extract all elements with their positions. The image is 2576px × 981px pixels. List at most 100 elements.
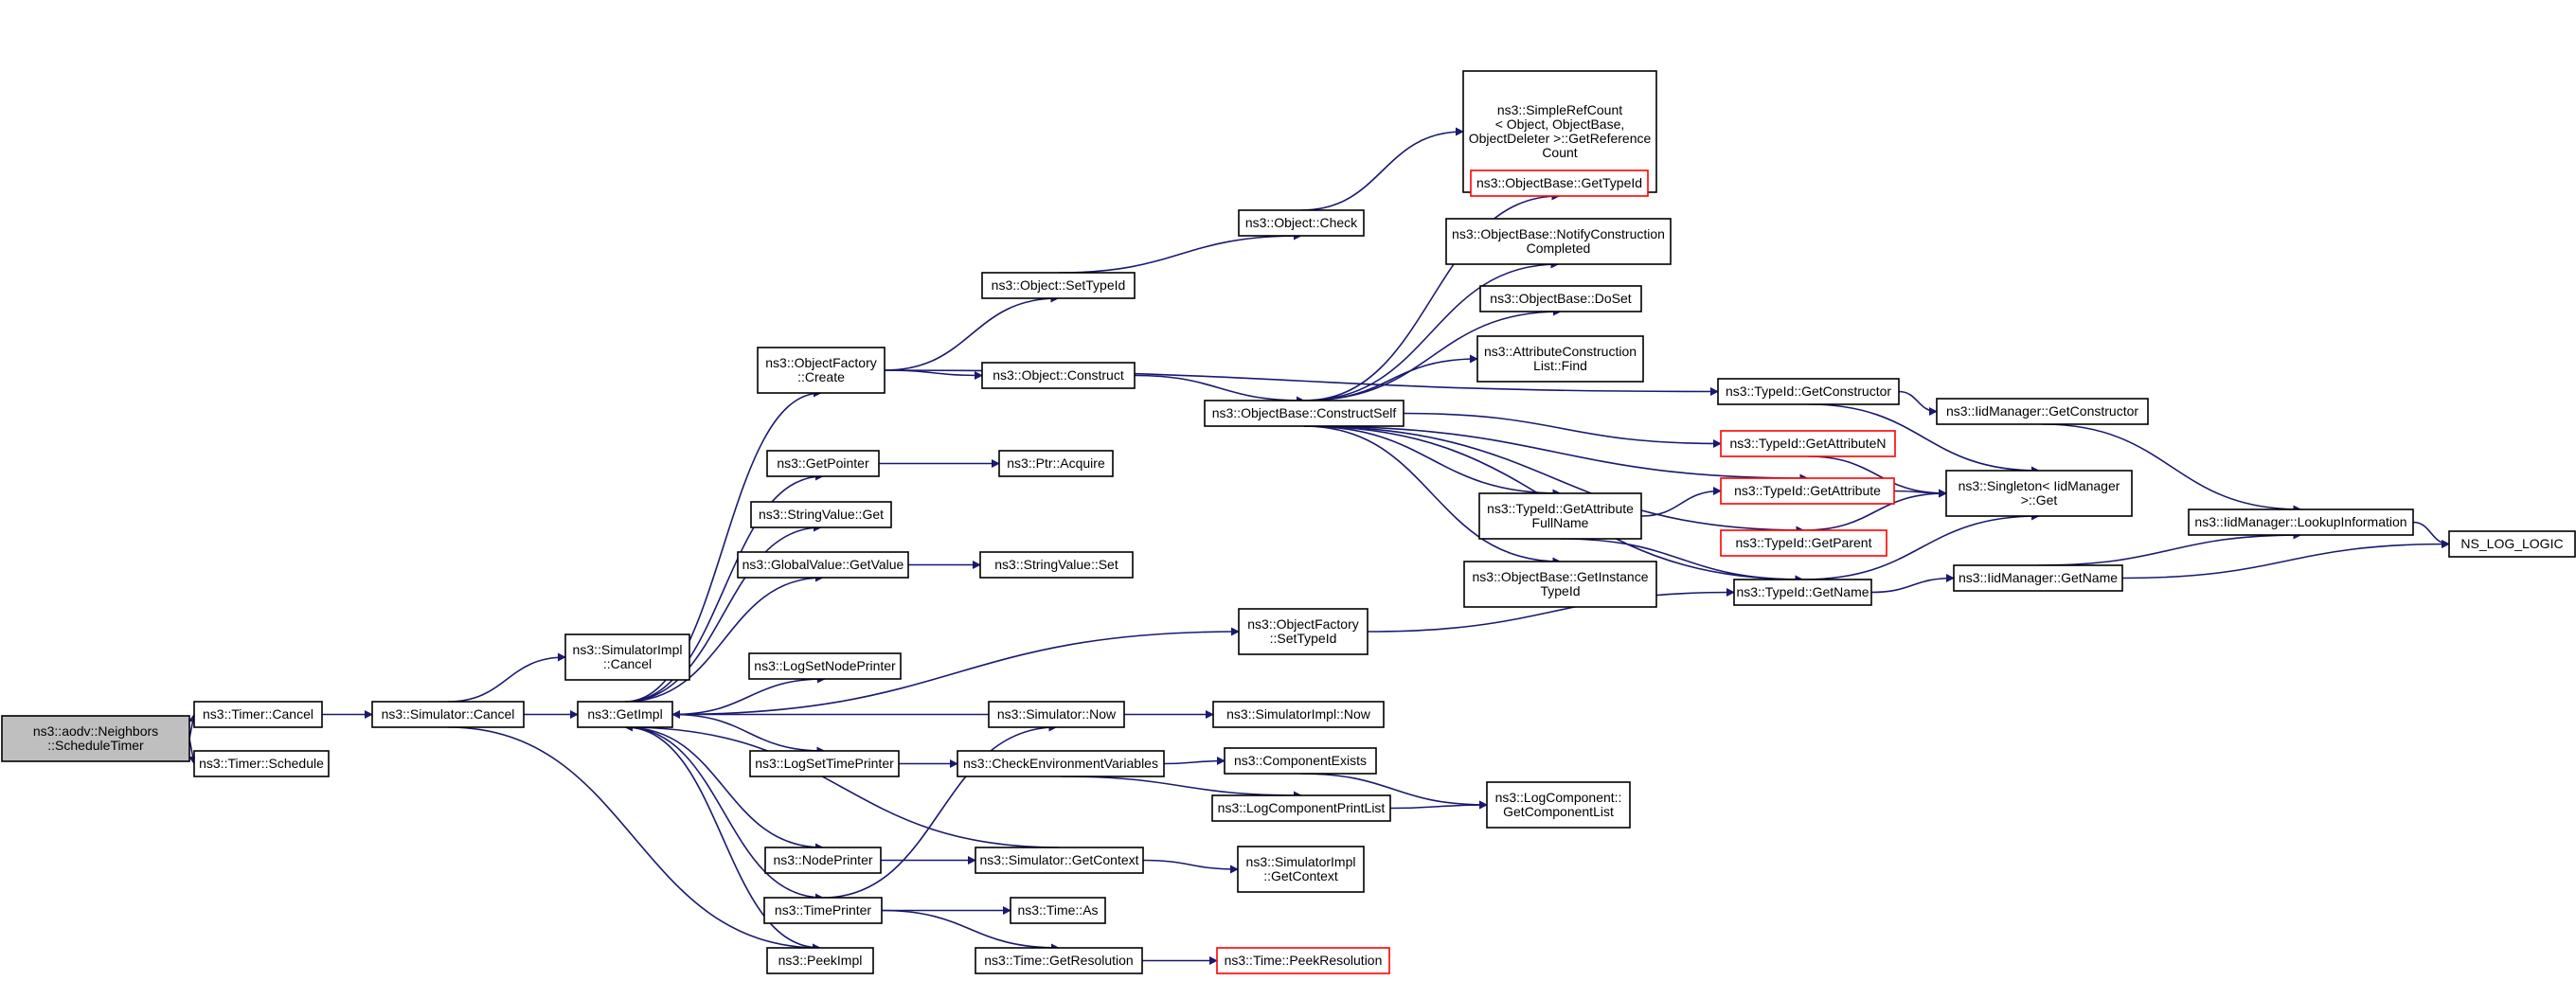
call-edge-getimpl-to-peekimpl [624,726,821,953]
graph-node-ob_doset[interactable]: ns3::ObjectBase::DoSet [1479,285,1642,312]
call-edge-iid_getname-to-ns_log_logic [2121,540,2450,580]
node-box [1486,781,1631,829]
graph-node-obj_check[interactable]: ns3::Object::Check [1238,209,1365,237]
graph-node-simimpl_cancel[interactable]: ns3::SimulatorImpl::Cancel [564,633,690,681]
graph-node-of_settypeid[interactable]: ns3::ObjectFactory::SetTypeId [1238,608,1368,655]
call-edge-getimpl-to-strval_get [624,523,822,703]
graph-node-tid_getattrn[interactable]: ns3::TypeId::GetAttributeN [1720,430,1896,457]
graph-node-ns_log_logic[interactable]: NS_LOG_LOGIC [2448,530,2576,558]
graph-node-tid_getname[interactable]: ns3::TypeId::GetName [1733,579,1872,606]
graph-node-compexists[interactable]: ns3::ComponentExists [1224,747,1377,775]
node-label-line: ::ScheduleTimer [47,738,144,753]
graph-node-getimpl[interactable]: ns3::GetImpl [577,701,673,728]
graph-node-time_as[interactable]: ns3::Time::As [1010,897,1106,924]
node-label-line: ns3::TypeId::GetAttribute [1734,483,1881,498]
node-label-line: ns3::TimePrinter [775,902,872,918]
call-edge-tid_getname-to-iid_getname [1870,574,1955,594]
graph-node-tid_getattr[interactable]: ns3::TypeId::GetAttribute [1720,477,1895,505]
node-label-line: ns3::LogComponent:: [1495,790,1622,805]
graph-node-obj_settypeid[interactable]: ns3::Object::SetTypeId [981,272,1136,299]
graph-node-iid_getname[interactable]: ns3::IidManager::GetName [1953,564,2123,592]
call-edge-tid_getname-to-singleton_get [1802,511,2040,580]
graph-node-logcompprintlist[interactable]: ns3::LogComponentPrintList [1211,794,1391,822]
node-label-line: ns3::Singleton< IidManager [1959,478,2120,493]
call-edge-sim_cancel-to-peekimpl [447,726,821,953]
node-label-line: ns3::TypeId::GetParent [1736,535,1872,550]
node-label-line: Completed [1527,241,1591,256]
node-label-line: ns3::SimulatorImpl [1246,854,1356,869]
node-box [1238,209,1365,237]
graph-node-simimpl_now[interactable]: ns3::SimulatorImpl::Now [1212,701,1385,728]
node-label-line: ns3::Time::GetResolution [984,953,1133,968]
graph-node-tid_getparent[interactable]: ns3::TypeId::GetParent [1720,529,1887,557]
graph-node-ob_notify[interactable]: ns3::ObjectBase::NotifyConstructionCompl… [1445,218,1672,265]
graph-node-ptr_acquire[interactable]: ns3::Ptr::Acquire [998,450,1114,477]
graph-node-singleton_get[interactable]: ns3::Singleton< IidManager>::Get [1945,470,2133,517]
call-edge-checkenv-to-logcompprintlist [1060,776,1302,800]
graph-node-sim_now[interactable]: ns3::Simulator::Now [988,701,1125,728]
node-label-line: ns3::AttributeConstruction [1484,344,1637,359]
graph-node-time_peekres[interactable]: ns3::Time::PeekResolution [1216,947,1390,974]
graph-node-gv_getvalue[interactable]: ns3::GlobalValue::GetValue [737,551,909,579]
graph-node-sim_cancel[interactable]: ns3::Simulator::Cancel [371,701,525,728]
node-label-line: ns3::GetPointer [777,455,869,471]
graph-node-strval_set[interactable]: ns3::StringValue::Set [979,551,1134,579]
graph-node-peekimpl[interactable]: ns3::PeekImpl [766,947,874,974]
graph-node-ob_gettypeid[interactable]: ns3::ObjectBase::GetTypeId [1470,169,1649,197]
call-edge-tid_getconstructor-to-singleton_get [1808,403,2040,475]
graph-node-timeprinter[interactable]: ns3::TimePrinter [763,897,883,924]
node-label-line: ns3::LogSetTimePrinter [755,756,894,771]
graph-node-ob_constructself[interactable]: ns3::ObjectBase::ConstructSelf [1204,400,1404,427]
call-edge-getimpl-to-of_settypeid [671,627,1240,716]
graph-node-root[interactable]: ns3::aodv::Neighbors::ScheduleTimer [1,715,190,762]
graph-node-time_getres[interactable]: ns3::Time::GetResolution [975,947,1143,974]
node-box [193,701,323,728]
graph-node-strval_get[interactable]: ns3::StringValue::Get [750,501,892,528]
node-box [975,847,1144,874]
node-label-line: ns3::ObjectBase::ConstructSelf [1212,405,1397,420]
node-label-line: ::SetTypeId [1270,631,1337,646]
call-edge-of_settypeid-to-tid_getname [1367,588,1735,633]
node-box [749,750,900,777]
call-edge-checkenv-to-compexists [1163,757,1225,766]
node-box [757,347,886,394]
node-box [764,847,882,874]
node-box [988,701,1125,728]
graph-node-iid_getconstructor[interactable]: ns3::IidManager::GetConstructor [1936,398,2149,425]
graph-node-tid_getconstructor[interactable]: ns3::TypeId::GetConstructor [1717,378,1900,405]
node-box [1470,169,1649,197]
node-label-line: ns3::Timer::Schedule [199,756,324,771]
call-edge-getimpl-to-getpointer [624,472,824,703]
call-edge-getimpl-to-nodeprinter [624,726,824,852]
graph-node-sim_getctx[interactable]: ns3::Simulator::GetContext [975,847,1144,874]
node-label-line: ObjectDeleter >::GetReference [1469,131,1652,146]
call-edge-ob_constructself-to-ob_notify [1303,259,1560,401]
graph-node-iid_lookup[interactable]: ns3::IidManager::LookupInformation [2188,508,2414,536]
graph-node-getpointer[interactable]: ns3::GetPointer [766,450,880,477]
node-label-line: ns3::GlobalValue::GetValue [742,557,904,572]
graph-node-logcomp_getlist[interactable]: ns3::LogComponent::GetComponentList [1486,781,1631,829]
graph-node-logsettime[interactable]: ns3::LogSetTimePrinter [749,750,900,777]
graph-node-obj_construct[interactable]: ns3::Object::Construct [981,362,1136,389]
node-label-line: ns3::StringValue::Set [994,557,1118,572]
node-box [1945,470,2133,517]
node-box [750,501,892,528]
node-label-line: ns3::Timer::Cancel [203,706,313,722]
call-edge-obj_check-to-simplerefcount [1300,127,1464,211]
node-box [1204,400,1404,427]
graph-node-nodeprinter[interactable]: ns3::NodePrinter [764,847,882,874]
graph-node-of_create[interactable]: ns3::ObjectFactory::Create [757,347,886,394]
node-box [981,362,1136,389]
graph-node-checkenv[interactable]: ns3::CheckEnvironmentVariables [957,750,1165,777]
graph-node-timer_schedule[interactable]: ns3::Timer::Schedule [193,750,330,777]
graph-node-logsetnode[interactable]: ns3::LogSetNodePrinter [748,652,902,680]
node-layer: ns3::aodv::Neighbors::ScheduleTimerns3::… [1,70,2576,974]
node-label-line: ns3::TypeId::GetAttributeN [1730,436,1887,451]
graph-node-simimpl_getctx[interactable]: ns3::SimulatorImpl::GetContext [1237,846,1365,893]
node-label-line: ns3::ObjectBase::NotifyConstruction [1452,226,1665,241]
node-label-line: ns3::CheckEnvironmentVariables [963,756,1158,771]
graph-node-timer_cancel[interactable]: ns3::Timer::Cancel [193,701,323,728]
